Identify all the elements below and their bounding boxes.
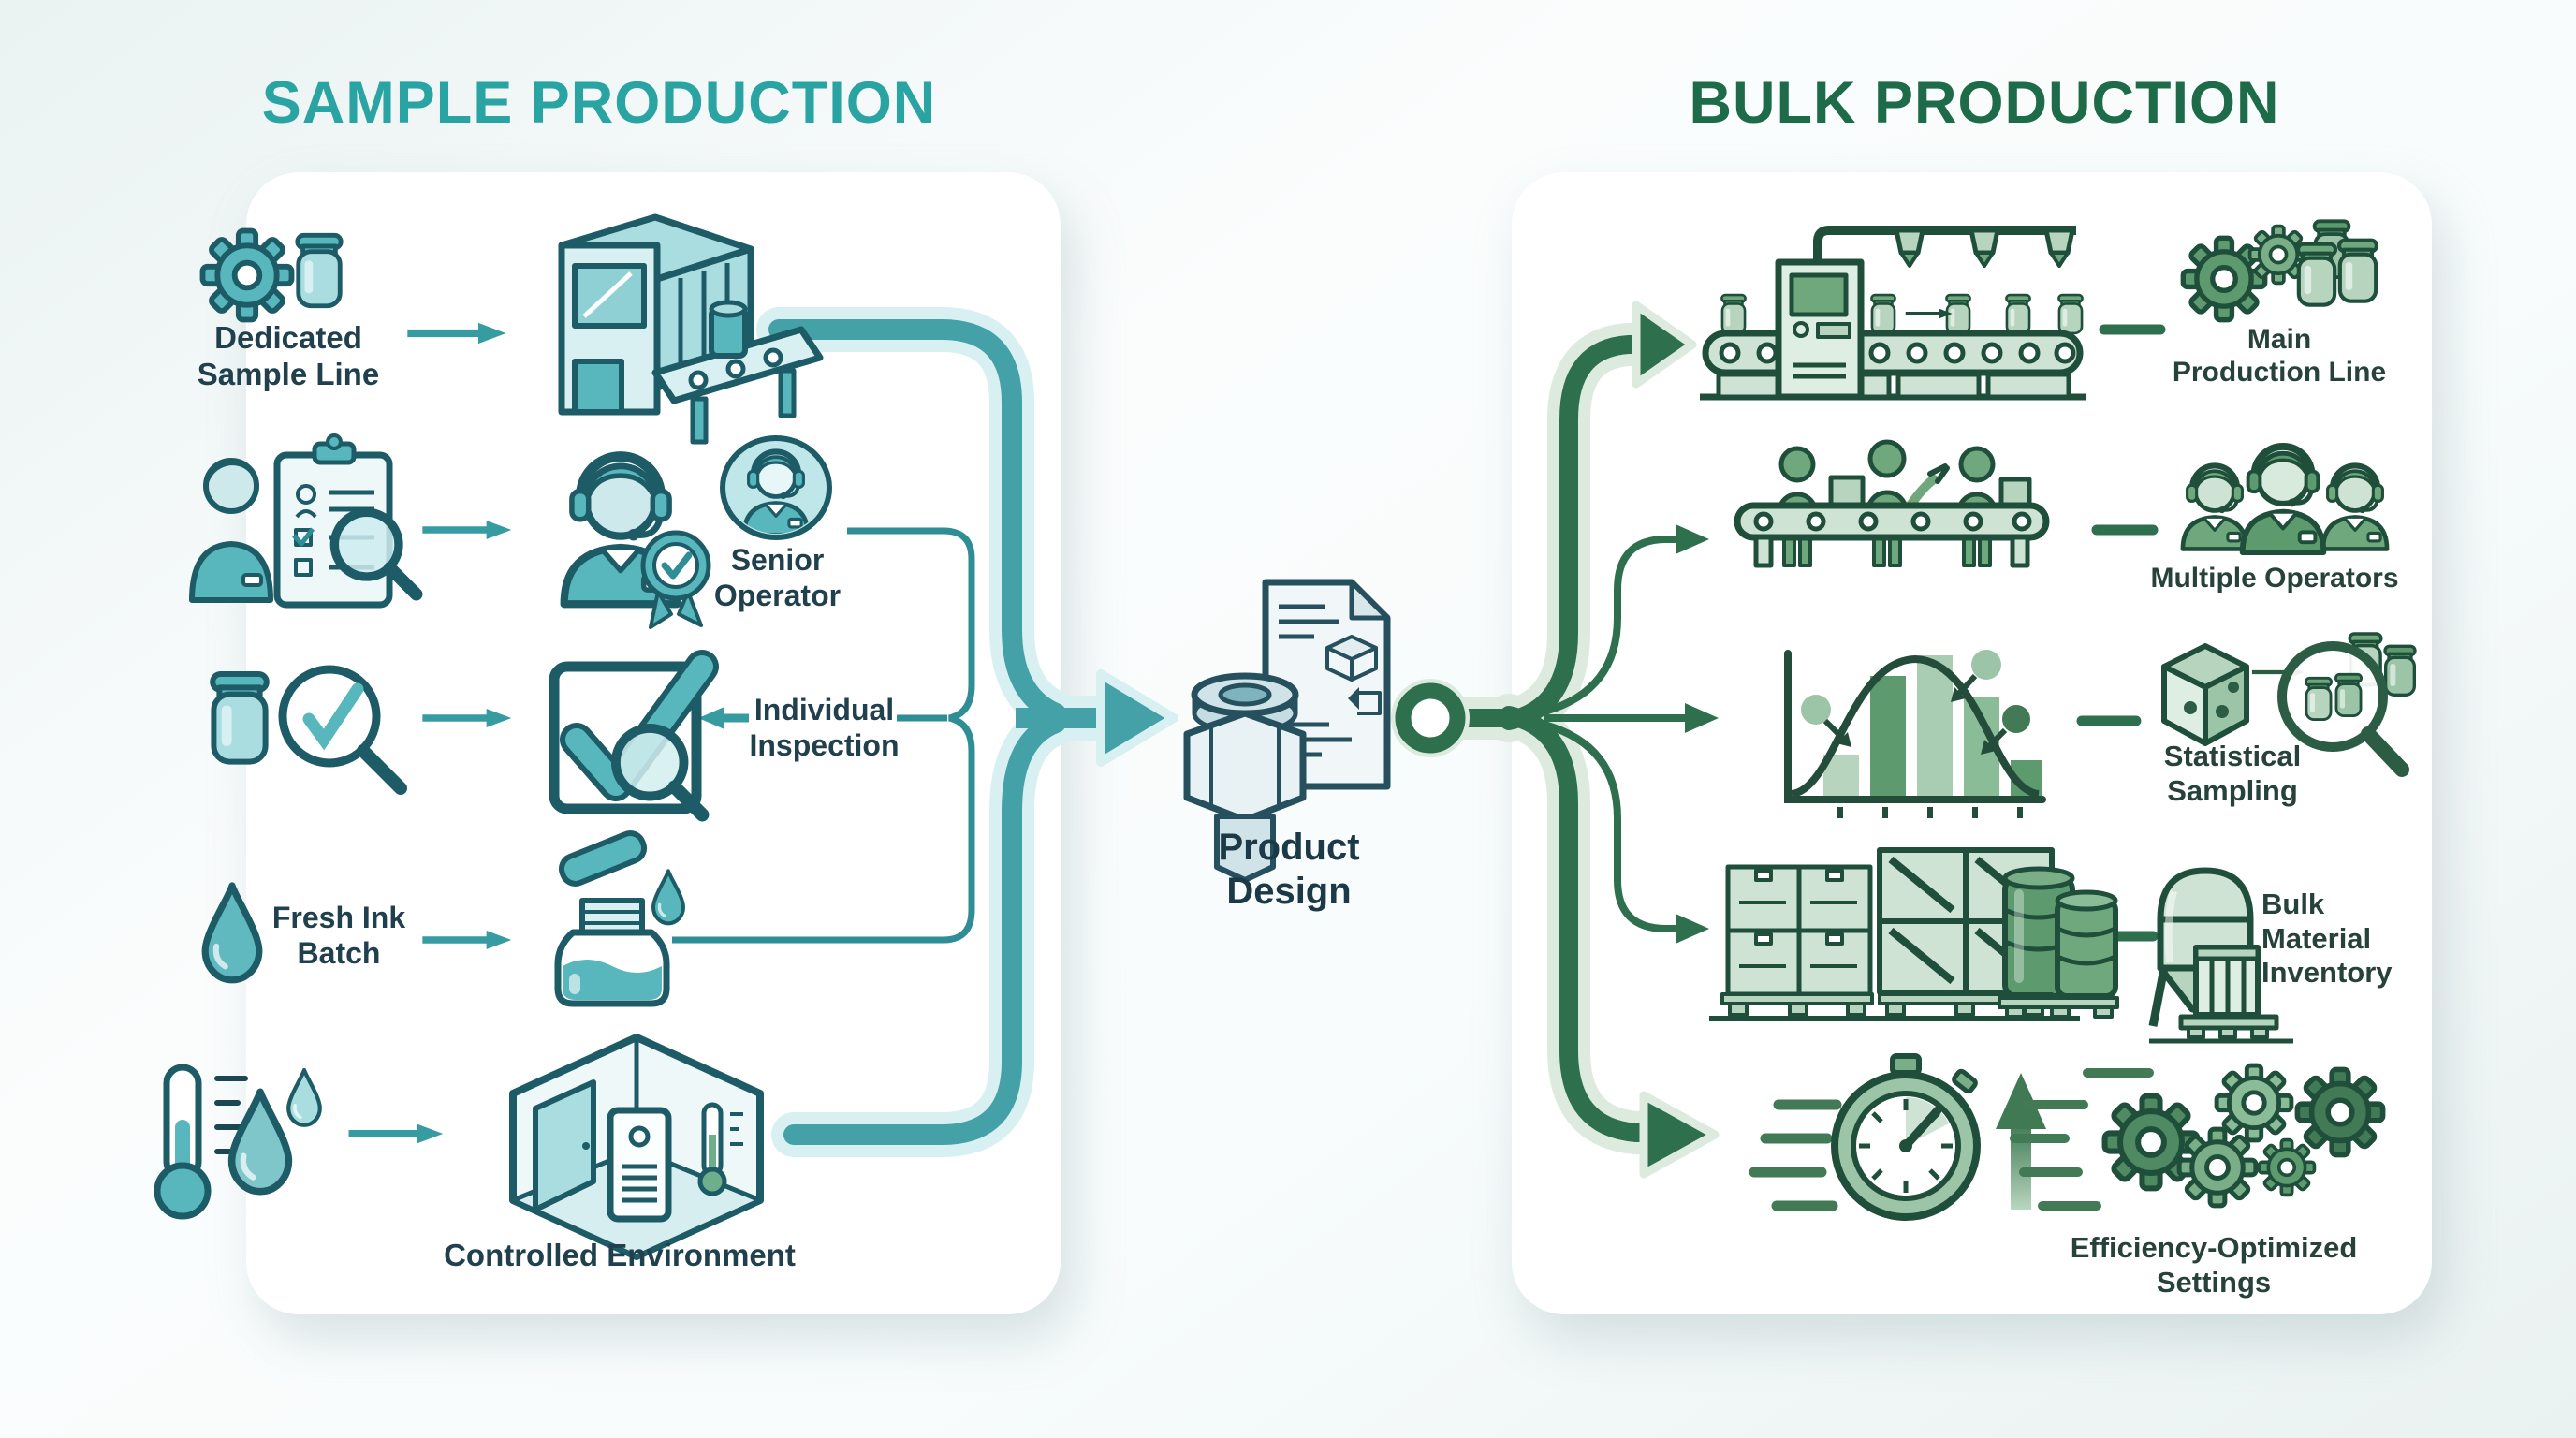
dice-icon	[2161, 643, 2249, 746]
teal-flow-connectors	[672, 307, 1178, 1157]
label-senior-operator: Senior Operator	[713, 543, 842, 612]
arrow-right-icon	[407, 323, 505, 344]
green-flow-connectors	[1391, 301, 2166, 1179]
jar-icon	[212, 674, 267, 762]
ribbon-badge-icon	[640, 530, 711, 629]
droplets-icon	[232, 1070, 320, 1192]
machined-part-icon	[1183, 672, 1307, 883]
sample-production-title: SAMPLE PRODUCTION	[261, 70, 937, 136]
label-fresh-ink-batch: Fresh Ink Batch	[271, 901, 406, 970]
gears-jars-icon	[2183, 221, 2377, 319]
label-bulk-material-inventory: Bulk Material Inventory	[2261, 888, 2393, 990]
label-main-production-line: Main Production Line	[2172, 324, 2387, 389]
operator-badge-icon	[564, 457, 711, 629]
dice-magnifier-icon	[2161, 632, 2417, 777]
boxes-icon	[1725, 864, 1873, 997]
arrow-right-icon	[422, 521, 511, 539]
label-individual-inspection: Individual Inspection	[749, 693, 900, 762]
up-arrow-icon	[1996, 1073, 2046, 1210]
efficiency-gears-icon	[2010, 1065, 2383, 1211]
gear-icon	[2179, 1129, 2256, 1206]
speed-lines-icon	[1749, 1099, 1842, 1211]
label-multiple-operators: Multiple Operators	[2150, 563, 2399, 594]
arrow-right-icon	[422, 709, 511, 727]
controlled-room-icon	[509, 1034, 764, 1260]
silo-pallet-icon	[2148, 867, 2293, 1044]
person-icon	[189, 458, 273, 603]
sampling-chart-icon	[1784, 650, 2046, 818]
thermometer-icon	[154, 1064, 248, 1220]
assembly-line-icon	[1734, 439, 2050, 568]
bulk-inventory-icon	[1709, 847, 2119, 1021]
stopwatch-icon	[1749, 1053, 1981, 1221]
speed-lines-icon	[2010, 1068, 2154, 1211]
gear-icon	[2257, 1137, 2317, 1197]
individual-inspection-source-icons	[212, 665, 407, 795]
barrels-icon	[2002, 866, 2118, 999]
nozzle-icon	[1894, 227, 2075, 268]
sample-machine-icon	[558, 213, 824, 445]
arrow-right-icon	[349, 1123, 444, 1143]
gear-icon	[2217, 1065, 2291, 1140]
wall-thermometer-icon	[697, 1102, 743, 1196]
label-product-design: Product Design	[1218, 827, 1360, 913]
multiple-operators-icon	[2183, 447, 2387, 552]
bulk-production-title: BULK PRODUCTION	[1689, 70, 2280, 136]
clipboard-checklist-icon	[273, 433, 417, 609]
pallet-icon	[1720, 992, 2119, 1019]
inspection-check-icon	[549, 650, 719, 814]
ink-jar-icon	[554, 830, 683, 1007]
dedicated-sample-line-icons	[203, 231, 342, 320]
bulk-production-line-icon	[1700, 226, 2086, 401]
gear-icon	[2297, 1069, 2382, 1154]
label-statistical-sampling: Statistical Sampling	[2163, 740, 2302, 807]
gear-icon	[203, 231, 292, 320]
jar-icon	[298, 235, 341, 305]
connector-dashes	[2076, 324, 2166, 942]
label-efficiency-optimized-settings: Efficiency-Optimized Settings	[2070, 1231, 2358, 1299]
door-icon	[533, 1079, 596, 1212]
label-controlled-environment: Controlled Environment	[444, 1238, 796, 1272]
label-dedicated-sample-line: Dedicated Sample Line	[197, 320, 380, 391]
droplet-icon	[653, 871, 683, 923]
magnifier-check-icon	[278, 665, 407, 795]
senior-operator-avatar-icon	[720, 435, 832, 540]
arrow-left-icon	[698, 707, 749, 729]
arrow-right-icon	[1906, 309, 1952, 318]
